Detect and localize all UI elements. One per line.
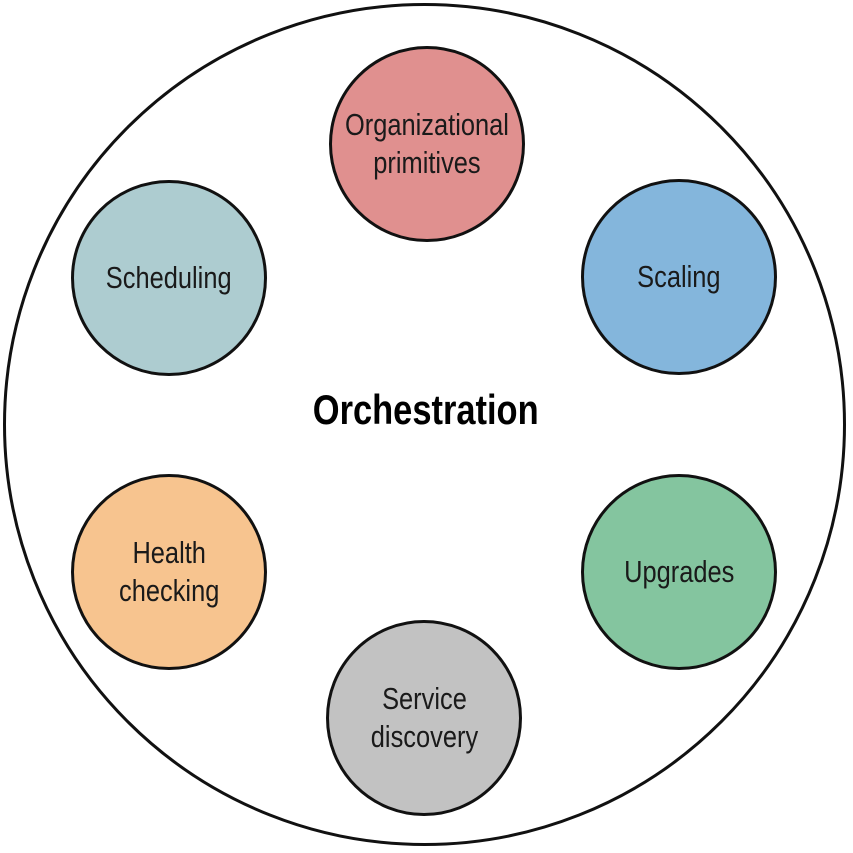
scaling-label: Scaling: [637, 259, 721, 294]
health-checking-node: Health checking: [71, 474, 267, 670]
service-discovery-node: Service discovery: [326, 620, 522, 816]
scheduling-node: Scheduling: [71, 180, 267, 376]
health-checking-label: Health checking: [118, 535, 220, 608]
upgrades-label: Upgrades: [623, 554, 735, 589]
organizational-primitives-node: Organizational primitives: [329, 46, 525, 242]
service-discovery-label: Service discovery: [370, 681, 478, 754]
scaling-node: Scaling: [581, 179, 777, 375]
diagram-title-text: Orchestration: [313, 386, 539, 433]
scheduling-label: Scheduling: [106, 260, 232, 295]
upgrades-node: Upgrades: [581, 474, 777, 670]
diagram-title: Orchestration: [226, 380, 626, 440]
organizational-primitives-label: Organizational primitives: [345, 107, 509, 180]
